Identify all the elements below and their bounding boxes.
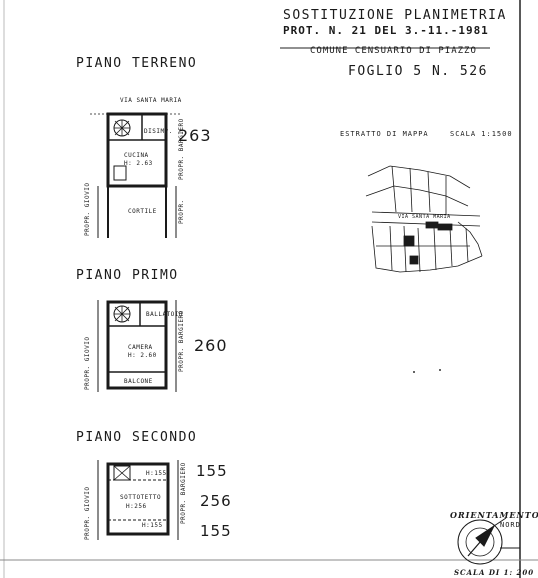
plan-primo [97, 300, 177, 392]
room-height-cucina: H: 2.63 [124, 160, 153, 167]
estratto-scale: SCALA 1:1500 [450, 130, 513, 138]
map-dot [413, 371, 415, 373]
header-foglio: FOGLIO 5 N. 526 [348, 64, 488, 79]
map-dot [439, 369, 441, 371]
owner-right-primo: PROPR. BARGIERO [178, 310, 185, 372]
header-protocol: PROT. N. 21 DEL 3.-11.-1981 [283, 24, 489, 37]
room-label-balcone: BALCONE [124, 378, 153, 385]
room-label-ballatoio: BALLATOIO [146, 311, 184, 318]
height-note-secondo-2: 256 [200, 492, 232, 510]
room-label-camera: CAMERA [128, 344, 153, 351]
owner-left-secondo: PROPR. GIOVIO [84, 486, 91, 540]
compass-rose [457, 517, 520, 565]
height-note-primo: 260 [194, 336, 228, 355]
courtyard-label: CORTILE [128, 208, 157, 215]
plan-terreno [90, 112, 180, 238]
orientation-scale: SCALA DI 1: 200 [454, 568, 535, 577]
height-note-secondo-3: 155 [200, 522, 232, 540]
orientation-nord: NORD [500, 521, 521, 529]
floor-title-secondo: PIANO SECONDO [76, 430, 198, 445]
map-street-label: VIA SANTA MARIA [398, 214, 451, 220]
room-label-disimpegno: DISIMP. [144, 128, 173, 135]
height-note-secondo-1: 155 [196, 462, 228, 480]
room-label-sottotetto: SOTTOTETTO [120, 494, 162, 501]
height-note-terreno: 263 [178, 126, 212, 145]
floor-title-terreno: PIANO TERRENO [76, 56, 198, 71]
owner-left-terreno: PROPR. GIOVIO [84, 182, 91, 236]
header-title: SOSTITUZIONE PLANIMETRIA [283, 8, 507, 23]
room-height-sottotetto: H:256 [126, 503, 147, 510]
plan-secondo [97, 460, 179, 540]
estratto-label: ESTRATTO DI MAPPA [340, 130, 429, 138]
street-label: VIA SANTA MARIA [120, 97, 182, 104]
room-height-bottom-secondo: H:155 [142, 522, 163, 529]
site-map [365, 165, 483, 273]
owner-right-lower-terreno: PROPR. [178, 199, 185, 224]
orientation-label: ORIENTAMENTO [450, 510, 538, 520]
owner-right-secondo: PROPR. BARGIERO [180, 462, 187, 524]
floor-title-primo: PIANO PRIMO [76, 268, 179, 283]
owner-left-primo: PROPR. GIOVIO [84, 336, 91, 390]
header-comune: COMUNE CENSUARIO DI PIAZZO [310, 46, 477, 56]
room-label-cucina: CUCINA [124, 152, 149, 159]
room-height-top-secondo: H:155 [146, 470, 167, 477]
room-height-camera: H: 2.60 [128, 352, 157, 359]
